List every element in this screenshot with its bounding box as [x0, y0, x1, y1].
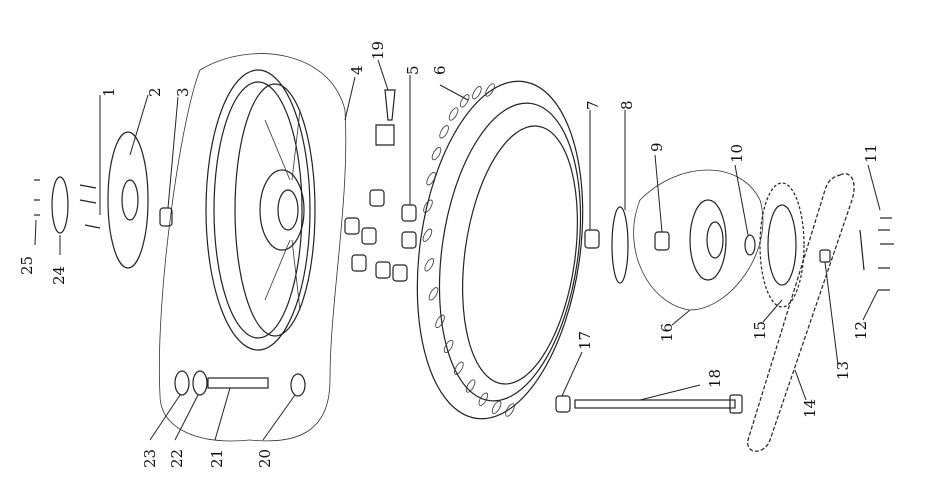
tread-slot: [443, 339, 454, 354]
tread-slot: [423, 199, 433, 213]
callout-18: 18: [706, 369, 724, 388]
callout-5: 5: [404, 65, 422, 75]
adjuster-block: [819, 249, 831, 263]
sprocket-hub-outline: [633, 169, 764, 311]
callout-16: 16: [658, 323, 676, 342]
axle-nut: [555, 395, 571, 413]
callout-10: 10: [728, 144, 746, 163]
callout-22: 22: [168, 449, 186, 468]
callout-14: 14: [801, 399, 819, 418]
callout-25: 25: [18, 256, 36, 275]
tread-slot: [505, 403, 515, 417]
tread-slot: [454, 361, 464, 375]
spacer: [159, 207, 173, 227]
callout-17: 17: [576, 331, 594, 350]
tread-slot: [459, 94, 470, 108]
sprocket-bolts: [859, 217, 894, 291]
tread-slot: [424, 258, 434, 272]
bearing-collar: [584, 229, 600, 249]
callout-13: 13: [834, 361, 852, 380]
callout-labels: 1 2 3 4 5 6 7 8 9 10 11 12 13 14 15 16 1…: [18, 41, 880, 468]
tread-slot: [431, 146, 442, 161]
tread-slot: [435, 314, 445, 328]
callout-11: 11: [862, 144, 880, 163]
callout-1: 1: [100, 87, 118, 97]
callout-21: 21: [208, 449, 226, 468]
wheel-assembly-outline: [158, 53, 347, 442]
tread-slot: [478, 392, 489, 406]
sprocket-hub: [654, 199, 756, 281]
callout-9: 9: [648, 142, 666, 152]
tire-valve: [375, 89, 396, 146]
wheel-bearings-and-spacer: [174, 370, 306, 397]
callout-4: 4: [348, 65, 366, 75]
tread-slot: [428, 287, 439, 301]
rear-wheel-rim: [205, 69, 316, 351]
callout-15: 15: [751, 321, 769, 340]
tread-slot: [491, 400, 502, 414]
tread-slot: [472, 86, 482, 100]
callout-23: 23: [141, 449, 159, 468]
rear-sprocket: [759, 182, 805, 308]
callout-2: 2: [146, 87, 164, 97]
hub-dampers: [344, 189, 417, 282]
snap-ring: [51, 176, 69, 234]
tread-slot: [426, 172, 436, 186]
tread-slot: [439, 125, 449, 139]
brake-disc: [107, 131, 149, 269]
callout-24: 24: [50, 266, 68, 285]
callout-6: 6: [431, 65, 449, 75]
callout-12: 12: [852, 321, 870, 340]
tread-slot: [448, 107, 459, 121]
callout-7: 7: [584, 100, 602, 110]
drive-chain: [747, 173, 855, 452]
tread-slot: [485, 83, 495, 97]
callout-8: 8: [618, 100, 636, 110]
callout-20: 20: [256, 449, 274, 468]
tread-slot: [465, 379, 476, 393]
bolts-left: [34, 179, 101, 229]
leader-lines: [34, 59, 881, 441]
callout-3: 3: [174, 87, 192, 97]
rear-tire: [416, 80, 584, 420]
rear-axle: [574, 394, 743, 414]
ring-plate: [611, 206, 629, 284]
callout-19: 19: [369, 41, 387, 60]
tread-slot: [422, 228, 433, 242]
